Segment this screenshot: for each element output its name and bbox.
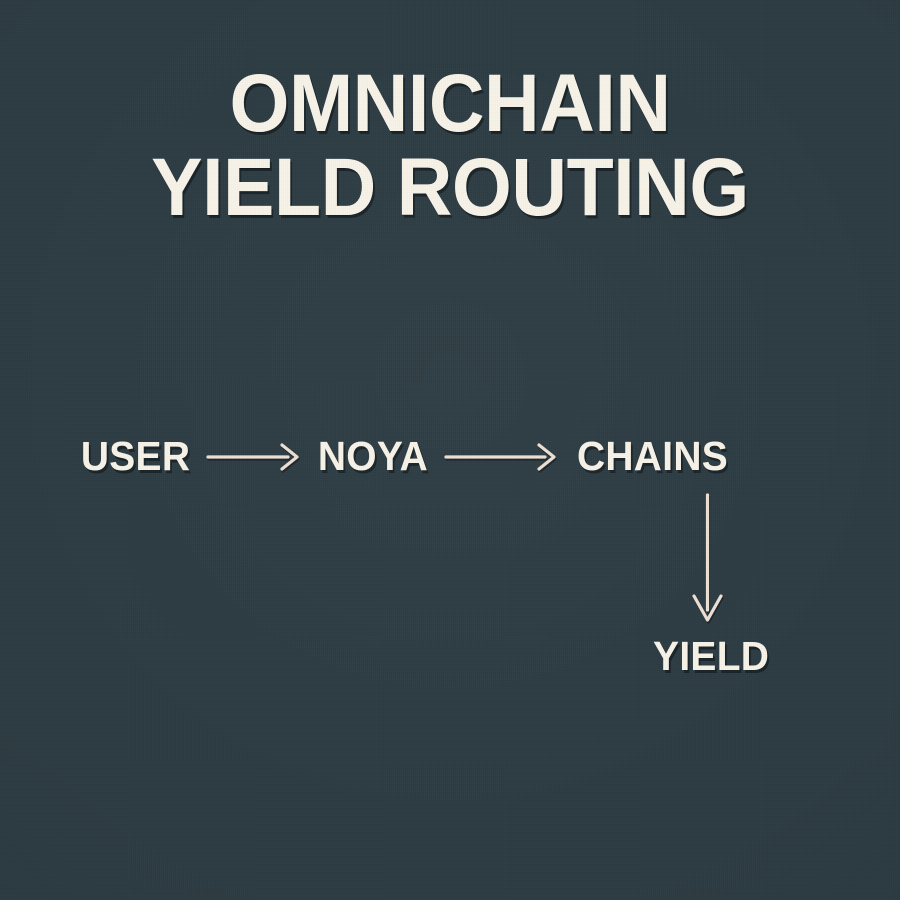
flow-node-yield: YIELD xyxy=(652,633,770,679)
arrow-right-icon-noya-to-chains xyxy=(444,440,560,474)
flow-node-noya: NOYA xyxy=(318,432,429,479)
title-line-1: OMNICHAIN xyxy=(229,58,671,149)
page-title: OMNICHAIN YIELD ROUTING xyxy=(0,62,900,230)
flow-node-yield-wrap: YIELD xyxy=(601,636,821,677)
title-line-2: YIELD ROUTING xyxy=(151,142,749,233)
arrow-right-icon-user-to-noya xyxy=(206,440,302,474)
flow-node-chains: CHAINS xyxy=(577,432,729,479)
arrow-down-icon-chains-to-yield xyxy=(686,492,730,626)
flow-diagram-row: USER NOYA CHAINS xyxy=(78,430,822,482)
flow-node-user: USER xyxy=(80,432,191,479)
